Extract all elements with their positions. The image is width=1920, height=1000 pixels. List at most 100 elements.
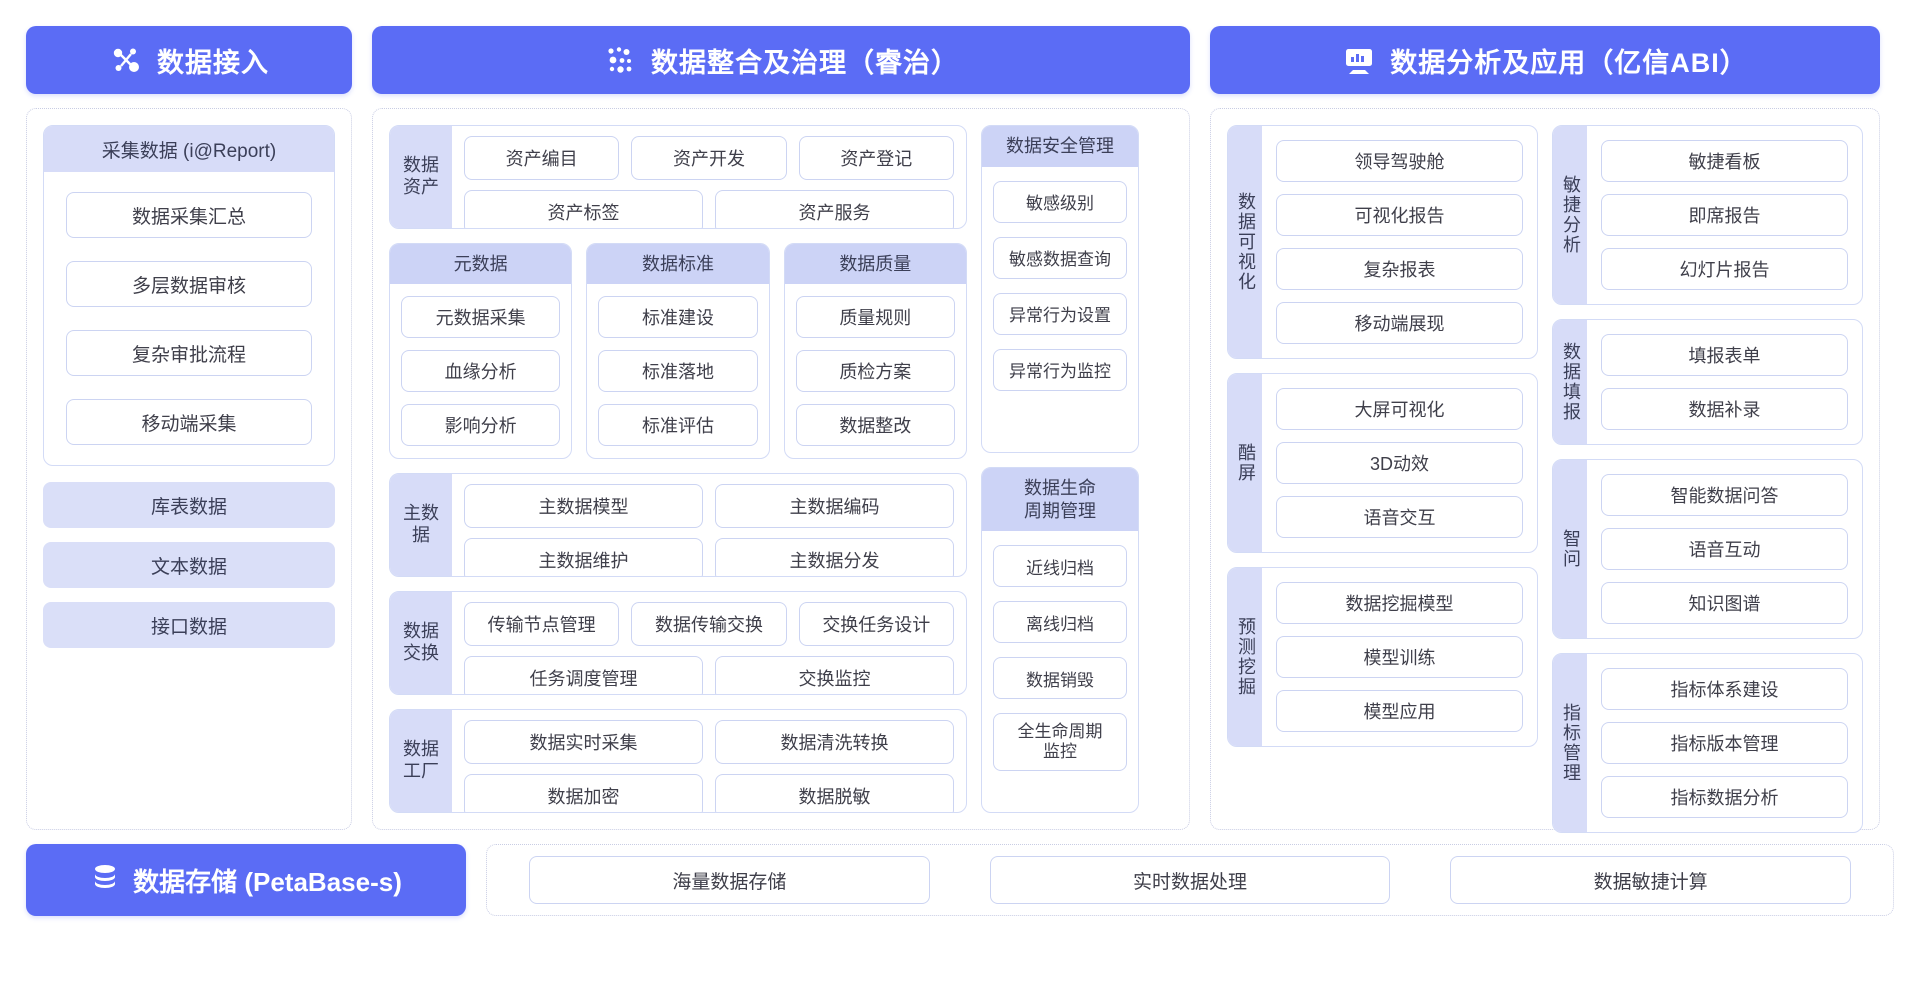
list-item[interactable]: 资产登记: [798, 136, 954, 180]
list-item[interactable]: 数据清洗转换: [715, 720, 954, 765]
list-item[interactable]: 影响分析: [401, 404, 561, 447]
list-item[interactable]: 3D动效: [1275, 442, 1523, 484]
list-item[interactable]: 敏感数据查询: [993, 236, 1127, 279]
list-item[interactable]: 幻灯片报告: [1600, 248, 1848, 290]
list-item[interactable]: 数据敏捷计算: [1450, 856, 1852, 904]
list-item[interactable]: 交换监控: [715, 656, 954, 695]
list-item[interactable]: 数据实时采集: [464, 720, 703, 765]
list-item[interactable]: 异常行为监控: [993, 348, 1127, 391]
list-item[interactable]: 移动端展现: [1275, 302, 1523, 344]
list-item[interactable]: 即席报告: [1600, 194, 1848, 236]
list-item[interactable]: 全生命周期 监控: [993, 713, 1127, 771]
list-item[interactable]: 资产开发: [631, 136, 787, 180]
list-item[interactable]: 多层数据审核: [66, 261, 312, 307]
list-item[interactable]: 接口数据: [43, 602, 335, 648]
header-title: 数据接入: [157, 47, 269, 78]
list-item[interactable]: 敏感级别: [993, 180, 1127, 223]
card-title: 数据安全管理: [982, 126, 1138, 167]
list-item[interactable]: 主数据编码: [715, 484, 954, 529]
list-item[interactable]: 标准建设: [598, 296, 758, 339]
list-item[interactable]: 指标体系建设: [1600, 668, 1848, 710]
list-item[interactable]: 复杂审批流程: [66, 330, 312, 376]
collect-data-title: 采集数据 (i@Report): [44, 126, 334, 172]
card-data-standard: 数据标准 标准建设 标准落地 标准评估: [586, 242, 770, 460]
governance-main: 数据 资产 资产编目 资产开发 资产登记 资产标签 资产服务: [389, 125, 967, 813]
card-metadata: 元数据 元数据采集 血缘分析 影响分析: [389, 242, 573, 460]
list-item[interactable]: 数据传输交换: [631, 602, 787, 647]
collect-data-items: 数据采集汇总 多层数据审核 复杂审批流程 移动端采集: [44, 172, 334, 465]
header-data-ingestion[interactable]: 数据接入: [26, 26, 352, 94]
card-title: 数据生命 周期管理: [982, 468, 1138, 531]
group-label: 数据可视化: [1228, 126, 1262, 358]
list-item[interactable]: 移动端采集: [66, 399, 312, 445]
list-item[interactable]: 数据整改: [795, 404, 955, 447]
list-item[interactable]: 指标数据分析: [1600, 776, 1848, 818]
group-label: 智问: [1553, 460, 1587, 638]
header-data-analytics[interactable]: 数据分析及应用（亿信ABI）: [1210, 26, 1880, 94]
list-item[interactable]: 语音互动: [1600, 528, 1848, 570]
group-data-filling: 数据填报 填报表单 数据补录: [1552, 319, 1863, 445]
storage-title: 数据存储 (PetaBase-s): [133, 866, 402, 897]
column-data-governance: 数据 资产 资产编目 资产开发 资产登记 资产标签 资产服务: [372, 108, 1190, 830]
list-item[interactable]: 交换任务设计: [798, 602, 954, 647]
list-item[interactable]: 数据挖掘模型: [1275, 582, 1523, 624]
analytics-left-column: 数据可视化 领导驾驶舱 可视化报告 复杂报表 移动端展现 酷屏 大屏可视化 3D…: [1227, 125, 1538, 813]
list-item[interactable]: 库表数据: [43, 482, 335, 528]
list-item[interactable]: 质量规则: [795, 296, 955, 339]
list-item[interactable]: 模型训练: [1275, 636, 1523, 678]
list-item[interactable]: 传输节点管理: [464, 602, 620, 647]
card-title: 数据质量: [784, 243, 966, 285]
list-item[interactable]: 模型应用: [1275, 690, 1523, 732]
group-label: 酷屏: [1228, 374, 1262, 552]
list-item[interactable]: 敏捷看板: [1600, 140, 1848, 182]
group-smart-qa: 智问 智能数据问答 语音互动 知识图谱: [1552, 459, 1863, 639]
list-item[interactable]: 知识图谱: [1600, 582, 1848, 624]
list-item[interactable]: 血缘分析: [401, 350, 561, 393]
group-data-asset: 数据 资产 资产编目 资产开发 资产登记 资产标签 资产服务: [389, 125, 967, 229]
list-item[interactable]: 主数据分发: [715, 538, 954, 577]
list-item[interactable]: 大屏可视化: [1275, 388, 1523, 430]
list-item[interactable]: 智能数据问答: [1600, 474, 1848, 516]
list-item[interactable]: 实时数据处理: [989, 856, 1391, 904]
list-item[interactable]: 标准评估: [598, 404, 758, 447]
group-label: 数据 资产: [390, 126, 452, 228]
list-item[interactable]: 元数据采集: [401, 296, 561, 339]
columns-row: 采集数据 (i@Report) 数据采集汇总 多层数据审核 复杂审批流程 移动端…: [26, 108, 1894, 833]
list-item[interactable]: 填报表单: [1600, 334, 1848, 376]
list-item[interactable]: 任务调度管理: [464, 656, 703, 695]
list-item[interactable]: 资产服务: [715, 190, 954, 228]
list-item[interactable]: 离线归档: [993, 601, 1127, 643]
list-item[interactable]: 数据加密: [464, 774, 703, 813]
list-item[interactable]: 文本数据: [43, 542, 335, 588]
list-item[interactable]: 近线归档: [993, 545, 1127, 587]
group-triple-cards: 元数据 元数据采集 血缘分析 影响分析 数据标准 标准建设 标准落地 标准评估: [389, 242, 967, 460]
card-title: 元数据: [390, 243, 572, 285]
storage-title-pill[interactable]: 数据存储 (PetaBase-s): [26, 844, 466, 916]
list-item[interactable]: 数据采集汇总: [66, 192, 312, 238]
list-item[interactable]: 海量数据存储: [529, 856, 930, 904]
list-item[interactable]: 主数据维护: [464, 538, 703, 577]
list-item[interactable]: 资产标签: [464, 190, 703, 228]
list-item[interactable]: 异常行为设置: [993, 292, 1127, 335]
group-label: 数据 交换: [390, 592, 452, 695]
list-item[interactable]: 语音交互: [1275, 496, 1523, 538]
list-item[interactable]: 复杂报表: [1275, 248, 1523, 290]
list-item[interactable]: 数据补录: [1600, 388, 1848, 430]
governance-side: 数据安全管理 敏感级别 敏感数据查询 异常行为设置 异常行为监控 数据生命 周期…: [981, 125, 1139, 813]
list-item[interactable]: 指标版本管理: [1600, 722, 1848, 764]
list-item[interactable]: 主数据模型: [464, 484, 703, 529]
list-item[interactable]: 质检方案: [795, 350, 955, 393]
list-item[interactable]: 数据销毁: [993, 657, 1127, 699]
list-item[interactable]: 可视化报告: [1275, 194, 1523, 236]
list-item[interactable]: 数据脱敏: [715, 774, 954, 813]
group-cool-screen: 酷屏 大屏可视化 3D动效 语音交互: [1227, 373, 1538, 553]
list-item[interactable]: 资产编目: [464, 136, 620, 180]
nodes-network-icon: [109, 43, 143, 77]
source-type-list: 库表数据 文本数据 接口数据: [43, 482, 335, 648]
header-data-governance[interactable]: 数据整合及治理（睿治）: [372, 26, 1190, 94]
list-item[interactable]: 标准落地: [598, 350, 758, 393]
card-data-lifecycle: 数据生命 周期管理 近线归档 离线归档 数据销毁 全生命周期 监控: [981, 467, 1139, 813]
list-item[interactable]: 领导驾驶舱: [1275, 140, 1523, 182]
group-data-visualization: 数据可视化 领导驾驶舱 可视化报告 复杂报表 移动端展现: [1227, 125, 1538, 359]
